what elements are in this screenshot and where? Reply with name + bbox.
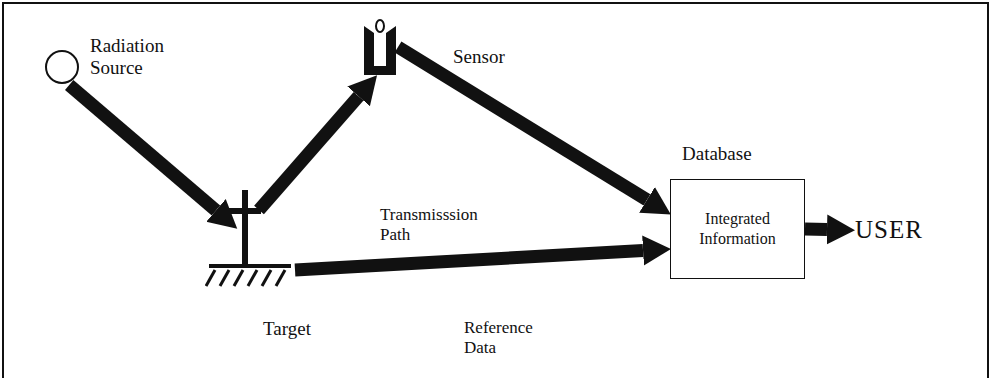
flow-arrow [69, 85, 216, 210]
frame-border [3, 3, 988, 378]
source-label: Radiation Source [90, 35, 182, 79]
target-label: Target [263, 318, 311, 340]
sensor-icon [362, 18, 398, 76]
plain-node: USER [849, 216, 923, 244]
target-cross [205, 190, 295, 290]
box-node: DatabaseIntegrated Information [670, 143, 805, 279]
database-heading: Database [682, 143, 805, 165]
database-content: Integrated Information [679, 209, 796, 249]
database-box: Integrated Information [670, 179, 805, 279]
flow-arrow [295, 251, 643, 270]
user-label: USER [855, 216, 923, 244]
flow-arrow [805, 223, 827, 237]
edge-label: Transmisssion Path [378, 205, 502, 246]
target-node: Target [205, 190, 311, 340]
flow-arrow [398, 47, 647, 200]
source-circle [44, 49, 80, 85]
sensor-label: Sensor [453, 46, 505, 68]
circle-node: Radiation Source [44, 35, 182, 85]
sensor-node: Sensor [362, 18, 505, 76]
edge-label: Reference Data [462, 318, 561, 359]
flow-arrow [259, 96, 359, 210]
